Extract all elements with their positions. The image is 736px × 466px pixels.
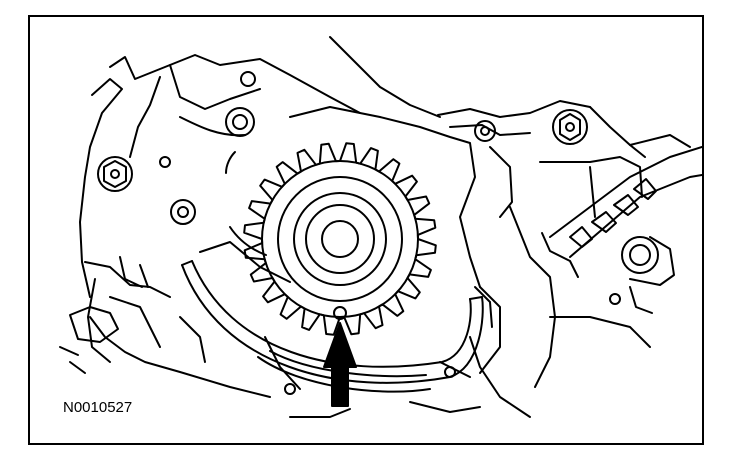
upper-cover [289,106,643,374]
figure-id-label: N0010527 [63,399,133,416]
tensioner-bracket [541,146,702,314]
bolt-top-center [225,107,255,137]
dowel-holes [159,71,496,395]
bolt-right [552,109,588,145]
illustration-frame: N0010527 [28,15,704,445]
bolt-left [97,156,133,192]
timing-mark-dot [333,306,347,320]
timing-mark-arrow [323,322,357,407]
engine-block-outline [59,36,691,418]
crankshaft-sprocket [243,142,437,336]
engine-front-illustration [59,36,702,418]
